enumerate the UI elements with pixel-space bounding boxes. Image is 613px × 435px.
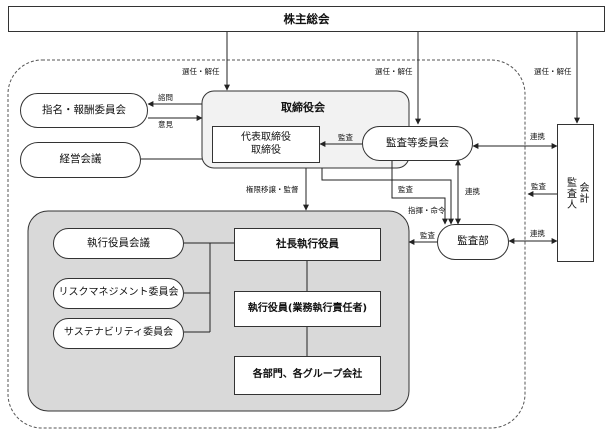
label-coord-ac-ia: 連携: [465, 187, 480, 196]
label-instruction: 指揮・命令: [408, 206, 446, 215]
arrow-board-audit: [321, 168, 454, 225]
representative-box[interactable]: 代表取締役 取締役: [212, 126, 320, 163]
label-delegation: 権限移譲・監督: [246, 185, 299, 194]
officers-meeting-box[interactable]: 執行役員会議: [53, 228, 184, 259]
audit-committee-box[interactable]: 監査等委員会: [362, 126, 473, 161]
board-title: 取締役会: [281, 101, 325, 114]
label-coord-ac-auditor: 連携: [530, 132, 545, 141]
label-coord-ia-auditor: 連携: [530, 229, 545, 238]
label-audit-board: 監査: [398, 185, 413, 194]
label-audit-rep: 監査: [338, 133, 353, 142]
label-consult: 諮問: [158, 93, 173, 102]
auditor-box[interactable]: 会計 監査人: [557, 124, 594, 262]
label-elect-audit: 選任・解任: [375, 67, 413, 76]
shareholders-box[interactable]: 株主総会: [8, 6, 605, 32]
governance-frame: [7, 59, 526, 429]
label-audit-auditor: 監査: [531, 182, 546, 191]
label-elect-board: 選任・解任: [182, 67, 220, 76]
internal-audit-box[interactable]: 監査部: [437, 224, 509, 260]
nomination-committee-box[interactable]: 指名・報酬委員会: [20, 93, 148, 128]
departments-box[interactable]: 各部門、各グループ会社: [234, 356, 381, 395]
label-opinion: 意見: [158, 120, 173, 129]
label-elect-auditor: 選任・解任: [534, 67, 572, 76]
officers-box[interactable]: 執行役員(業務執行責任者): [234, 291, 381, 327]
management-meeting-box[interactable]: 経営会議: [20, 142, 141, 178]
president-box[interactable]: 社長執行役員: [234, 228, 381, 261]
sustainability-committee-box[interactable]: サステナビリティ委員会: [53, 318, 184, 349]
label-audit-ia: 監査: [420, 231, 435, 240]
risk-committee-box[interactable]: リスクマネジメント委員会: [53, 278, 184, 309]
